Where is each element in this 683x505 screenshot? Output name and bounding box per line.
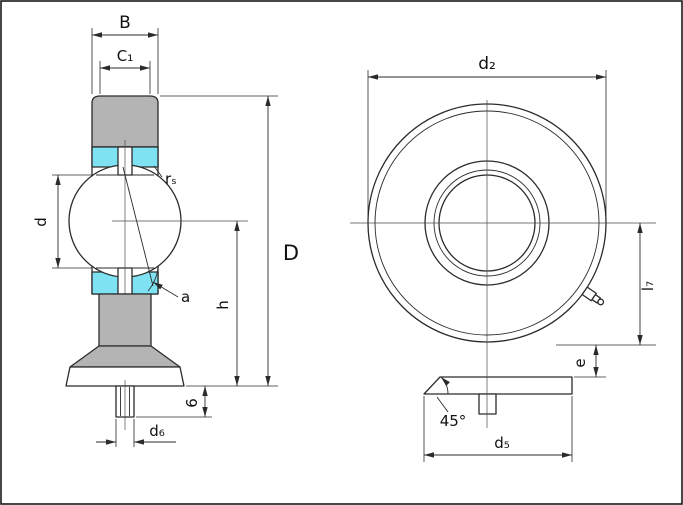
- drawing-primitive: [436, 396, 449, 413]
- dim-D: D: [160, 95, 299, 387]
- label-d: d: [32, 217, 50, 227]
- drawing-primitive: [153, 165, 163, 178]
- shank-section: [98, 293, 152, 347]
- dim-6: 6: [136, 386, 212, 418]
- label-C1: C₁: [117, 47, 134, 65]
- label-B: B: [119, 13, 131, 33]
- grease-nipple: [581, 286, 605, 306]
- label-e: e: [571, 358, 589, 367]
- drawing-primitive: [440, 376, 450, 395]
- label-a-group: a: [152, 281, 190, 306]
- dim-e: e: [571, 345, 606, 378]
- base-stud: [478, 393, 497, 415]
- section-view: [65, 95, 248, 430]
- drawing-primitive: [597, 298, 605, 306]
- misalignment-line: [122, 166, 154, 287]
- label-6: 6: [183, 398, 201, 408]
- label-rs: rₛ: [165, 170, 177, 188]
- misalignment-arc: [147, 267, 159, 292]
- dim-d: d: [32, 174, 92, 269]
- dim-d2: d₂: [367, 54, 607, 216]
- dim-d6: d₆: [96, 419, 176, 447]
- dim-45deg: 45°: [436, 376, 467, 430]
- label-d5: d₅: [494, 434, 510, 452]
- label-a: a: [181, 288, 190, 306]
- dim-d5: d₅: [423, 396, 573, 462]
- base-plate: [423, 376, 573, 395]
- label-d2: d₂: [478, 54, 496, 74]
- label-45deg: 45°: [440, 412, 467, 430]
- front-view: [350, 100, 656, 428]
- dim-C1: C₁: [99, 47, 151, 94]
- flange-section: [65, 366, 185, 387]
- label-D: D: [283, 241, 299, 265]
- drawing-primitive: [152, 281, 179, 298]
- label-d6: d₆: [149, 422, 165, 440]
- label-rs-group: rₛ: [153, 165, 177, 188]
- label-h: h: [214, 300, 232, 310]
- cone-section: [69, 345, 181, 368]
- dim-l7: l₇: [556, 223, 657, 346]
- label-l7: l₇: [639, 281, 657, 291]
- dim-h: h: [214, 221, 240, 386]
- housing-head-section: [91, 95, 159, 148]
- dim-B: B: [91, 13, 159, 94]
